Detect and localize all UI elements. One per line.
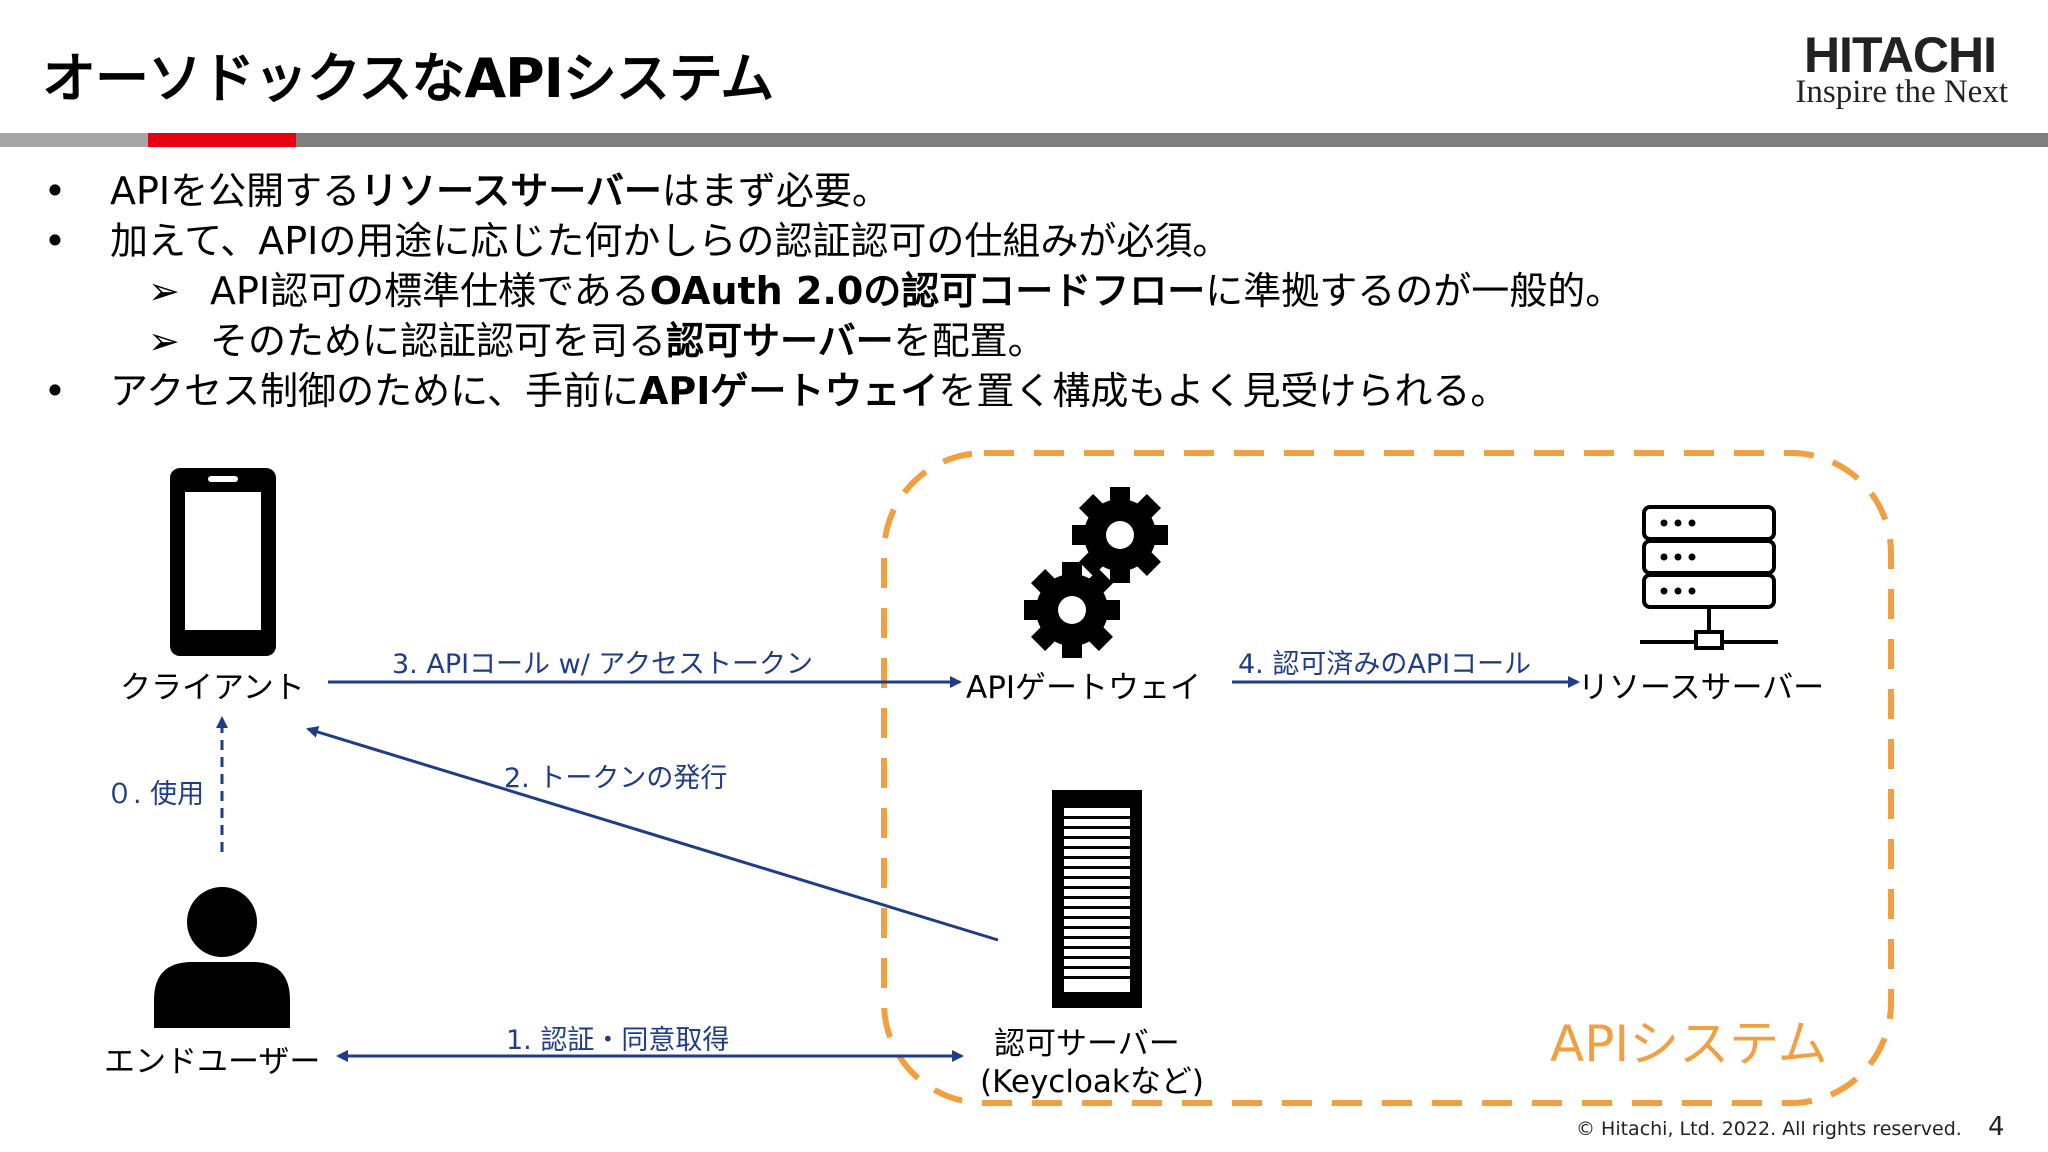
- bullet-emphasis: OAuth 2.0の認可コードフロー: [649, 269, 1206, 313]
- arrow-bullet-icon: ➢: [148, 319, 180, 363]
- logo-tagline: Inspire the Next: [1795, 74, 2008, 110]
- bullet-segment: を置く構成もよく見受けられる。: [938, 369, 1509, 413]
- page-number: 4: [1988, 1112, 2005, 1142]
- server-rack-icon: [1640, 505, 1778, 650]
- auth-server-icon: [1052, 790, 1142, 1008]
- auth-server-label: 認可サーバー: [994, 1026, 1180, 1062]
- hitachi-logo: HITACHI: [1803, 27, 1997, 83]
- auth-server-note: (Keycloakなど): [980, 1064, 1204, 1100]
- gears-icon: [1024, 487, 1168, 658]
- bullet-dot-icon: •: [43, 369, 67, 413]
- bullet-segment: 加えて、APIの用途に応じた何かしらの認証認可の仕組みが必須。: [110, 219, 1231, 263]
- bullet-segment: そのために認証認可を司る: [210, 319, 667, 363]
- api-system-label: APIシステム: [1550, 1015, 1828, 1073]
- header-bar-left: [0, 133, 148, 147]
- bullet-text: API認可の標準仕様であるOAuth 2.0の認可コードフローに準拠するのが一般…: [210, 266, 1623, 316]
- bullet-text: アクセス制御のために、手前にAPIゲートウェイを置く構成もよく見受けられる。: [110, 366, 1508, 416]
- arrow-bullet-icon: ➢: [148, 269, 180, 313]
- copyright: © Hitachi, Ltd. 2022. All rights reserve…: [1576, 1118, 1962, 1140]
- bullet-text: 加えて、APIの用途に応じた何かしらの認証認可の仕組みが必須。: [110, 216, 1230, 266]
- bullet-segment: アクセス制御のために、手前に: [110, 369, 639, 413]
- client-label: クライアント: [120, 670, 305, 706]
- end-user-label: エンドユーザー: [104, 1044, 321, 1080]
- api-system-group: [881, 450, 1894, 1106]
- bullet-segment: を配置。: [893, 319, 1046, 363]
- gateway-label: APIゲートウェイ: [966, 670, 1202, 706]
- arrow-3-label: 3. APIコール w/ アクセストークン: [392, 649, 814, 680]
- arrow-4-label: 4. 認可済みのAPIコール: [1238, 649, 1532, 680]
- header-bar-accent: [148, 133, 296, 147]
- bullet-dot-icon: •: [43, 219, 67, 263]
- bullet-emphasis: 認可サーバー: [666, 319, 894, 363]
- slide-title: オーソドックスなAPIシステム: [42, 47, 774, 110]
- bullet-emphasis: リソースサーバー: [360, 169, 662, 213]
- arrow-2-token-issue: [306, 726, 999, 942]
- arrow-0-label: ０. 使用: [106, 779, 205, 810]
- bullet-segment: に準拠するのが一般的。: [1205, 269, 1624, 313]
- bullet-segment: API認可の標準仕様である: [210, 269, 650, 313]
- smartphone-icon: [170, 468, 276, 656]
- user-icon: [154, 887, 290, 1028]
- arrow-2-label: 2. トークンの発行: [504, 763, 728, 794]
- bullet-text: そのために認証認可を司る認可サーバーを配置。: [210, 316, 1046, 366]
- bullet-segment: APIを公開する: [110, 169, 361, 213]
- resource-server-label: リソースサーバー: [1578, 670, 1825, 706]
- arrow-1-label: 1. 認証・同意取得: [506, 1025, 730, 1056]
- header-bar-right: [296, 133, 2048, 147]
- bullet-text: APIを公開するリソースサーバーはまず必要。: [110, 166, 890, 216]
- bullet-dot-icon: •: [43, 169, 67, 213]
- bullet-emphasis: APIゲートウェイ: [638, 369, 939, 413]
- bullet-segment: はまず必要。: [661, 169, 890, 213]
